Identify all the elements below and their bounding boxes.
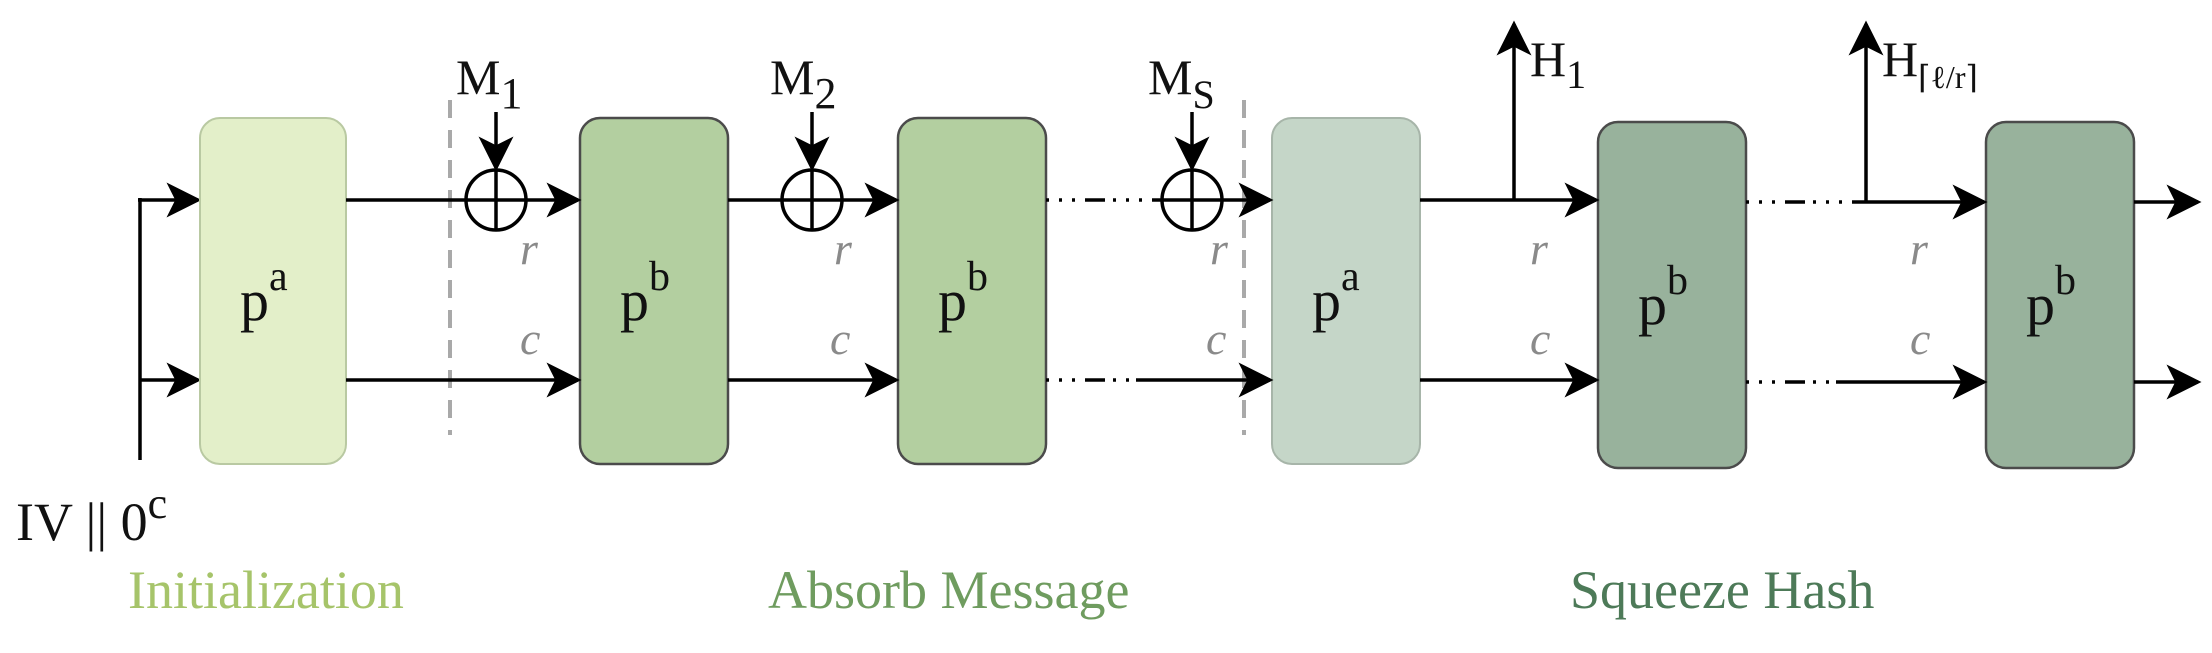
permutation-block-init: pa [199,117,347,465]
rate-labels: r r r r r [520,223,1929,274]
permutation-block-squeeze-2: pb [1984,120,2136,470]
block-label: pb [1638,258,1688,337]
svg-text:c: c [830,313,850,364]
message-label-m2: M2 [770,49,836,118]
xor-node-ms [1160,112,1224,232]
capacity-labels: c c c c c [520,313,1930,364]
permutation-block-absorb-2: pb [896,116,1048,466]
permutation-block-squeeze-1: pb [1596,120,1748,470]
svg-text:c: c [1206,313,1226,364]
svg-text:r: r [1910,223,1929,274]
hash-output-hl: H⌈ℓ/r⌉ [1848,20,1978,202]
svg-text:c: c [520,313,540,364]
message-label-m1: M1 [456,49,522,118]
block-label: pb [2026,258,2076,337]
block-label: pa [240,254,288,333]
hash-label-hl: H⌈ℓ/r⌉ [1882,31,1978,95]
svg-text:c: c [1910,313,1930,364]
block-label: pb [620,254,670,333]
message-label-ms: MS [1148,49,1215,117]
svg-text:r: r [520,223,539,274]
block-label: pb [938,254,988,333]
xor-node-m2 [780,112,844,232]
svg-text:r: r [1210,223,1229,274]
permutation-block-squeeze-start: pa [1271,117,1421,465]
hash-output-h1: H1 [1496,20,1586,200]
rate-path [346,182,2202,220]
hash-label-h1: H1 [1530,31,1586,97]
capacity-path [346,362,2202,400]
xor-node-m1 [464,112,528,232]
svg-text:r: r [1530,223,1549,274]
svg-text:r: r [834,223,853,274]
phase-label-absorb: Absorb Message [768,560,1129,620]
permutation-block-absorb-1: pb [578,116,730,466]
iv-input [138,182,202,460]
phase-label-squeeze: Squeeze Hash [1570,560,1874,620]
block-label: pa [1312,254,1360,333]
svg-text:c: c [1530,313,1550,364]
phase-label-initialization: Initialization [128,560,404,620]
iv-label: IV || 0c [16,479,167,552]
